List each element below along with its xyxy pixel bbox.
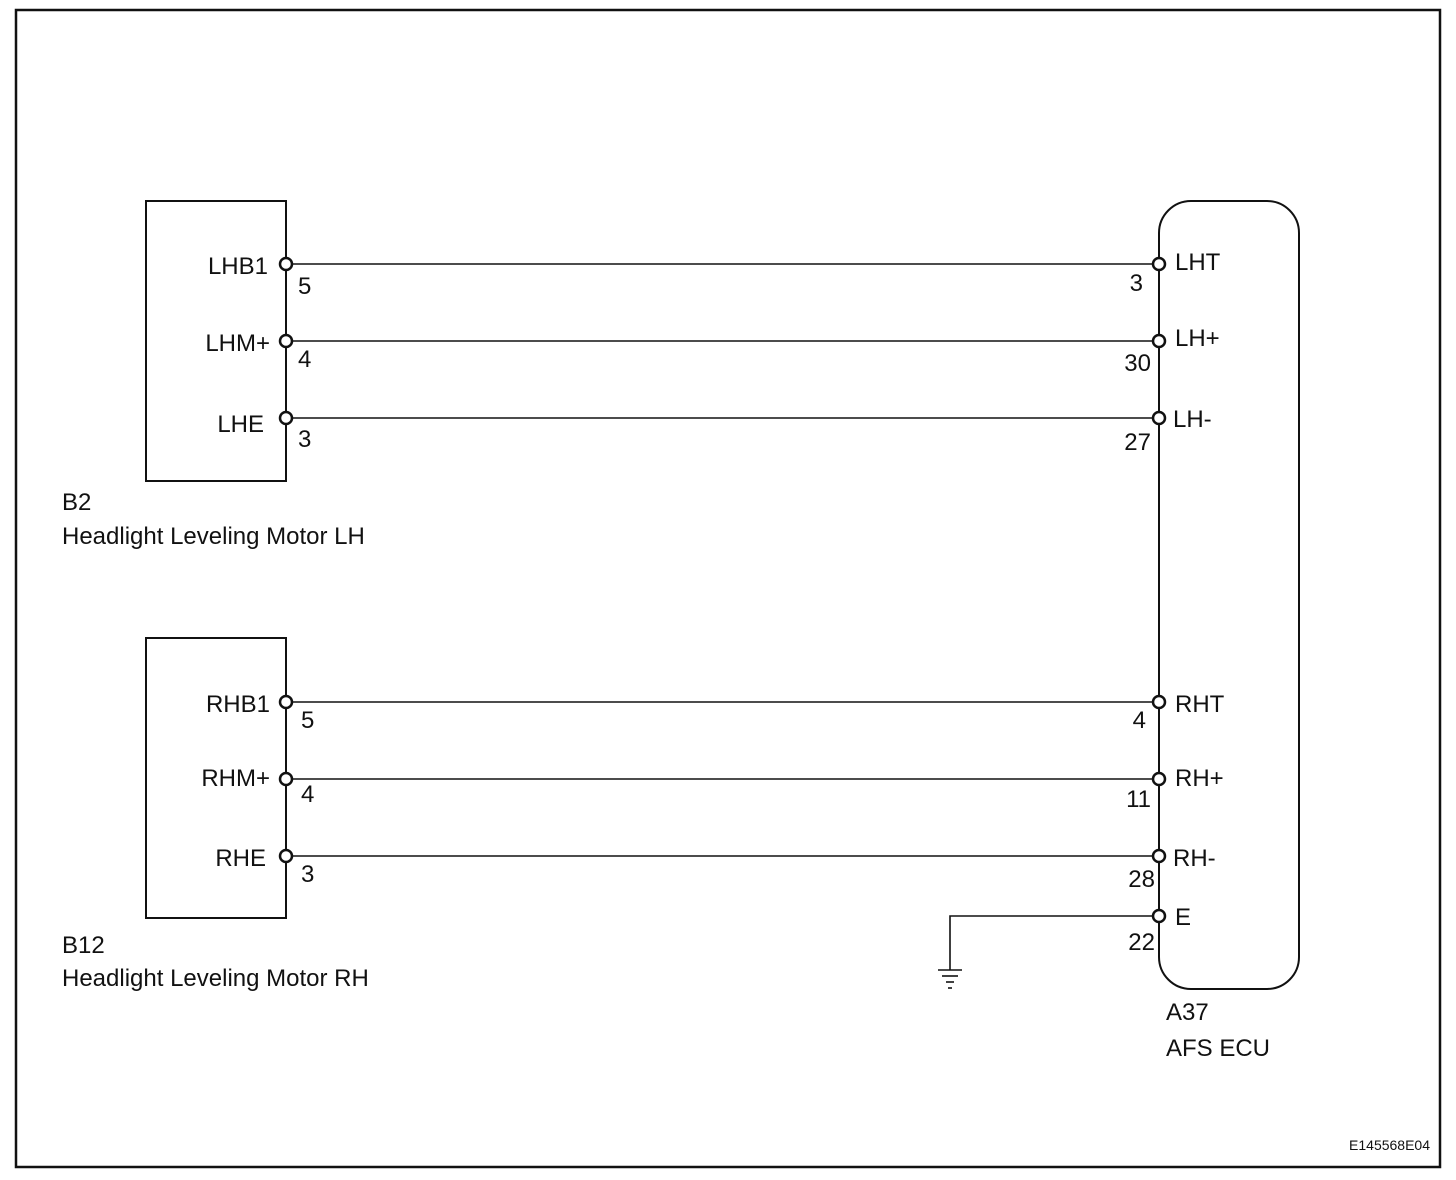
a37-pin-number-lh-minus: 27 [1124,429,1151,456]
a37-pin-lht [1151,256,1167,272]
a37-pin-number-rh-plus: 11 [1126,786,1151,813]
a37-pin-label-lh-plus: LH+ [1175,325,1220,352]
b12-component-id: B12 [62,932,105,959]
a37-component-name: AFS ECU [1166,1035,1270,1062]
a37-component-id: A37 [1166,999,1209,1026]
b2-pin-number-lhb1: 5 [298,273,311,300]
a37-pin-number-rh-minus: 28 [1128,866,1155,893]
a37-pin-lh-plus [1151,333,1167,349]
b2-pin-lhm [278,333,294,349]
b12-pin-number-rhm: 4 [301,781,314,808]
a37-pin-e [1151,908,1167,924]
a37-pin-label-lht: LHT [1175,249,1221,276]
wire-e-ground [949,915,1159,970]
b12-pin-rhe [278,848,294,864]
a37-pin-number-lh-plus: 30 [1124,350,1151,377]
b12-pin-label-rhm: RHM+ [201,765,270,792]
b2-pin-lhe [278,410,294,426]
b12-pin-number-rhb1: 5 [301,707,314,734]
diagram-code: E145568E04 [1349,1137,1430,1153]
a37-pin-label-rht: RHT [1175,691,1225,718]
a37-pin-rh-minus [1151,848,1167,864]
a37-pin-number-e: 22 [1128,929,1155,956]
b2-pin-label-lhe: LHE [217,411,264,438]
b12-pin-label-rhb1: RHB1 [206,691,270,718]
a37-pin-rh-plus [1151,771,1167,787]
a37-pin-label-rh-plus: RH+ [1175,765,1224,792]
a37-pin-number-rht: 4 [1133,707,1146,734]
b12-component-name: Headlight Leveling Motor RH [62,965,369,992]
a37-pin-rht [1151,694,1167,710]
b2-pin-lhb1 [278,256,294,272]
diagram-frame [14,8,1442,1169]
a37-pin-number-lht: 3 [1130,270,1143,297]
b2-pin-number-lhm: 4 [298,346,311,373]
b2-component-id: B2 [62,489,91,516]
b2-pin-number-lhe: 3 [298,426,311,453]
ground-icon [938,969,962,989]
a37-ecu-box [1158,200,1300,990]
b12-pin-rhb1 [278,694,294,710]
b2-pin-label-lhb1: LHB1 [208,253,268,280]
a37-pin-lh-minus [1151,410,1167,426]
b12-pin-rhm [278,771,294,787]
a37-pin-label-e: E [1175,904,1191,931]
b12-pin-label-rhe: RHE [215,845,266,872]
a37-pin-label-lh-minus: LH- [1173,406,1212,433]
b2-pin-label-lhm: LHM+ [205,330,270,357]
b12-pin-number-rhe: 3 [301,861,314,888]
b2-component-name: Headlight Leveling Motor LH [62,523,365,550]
a37-pin-label-rh-minus: RH- [1173,845,1216,872]
